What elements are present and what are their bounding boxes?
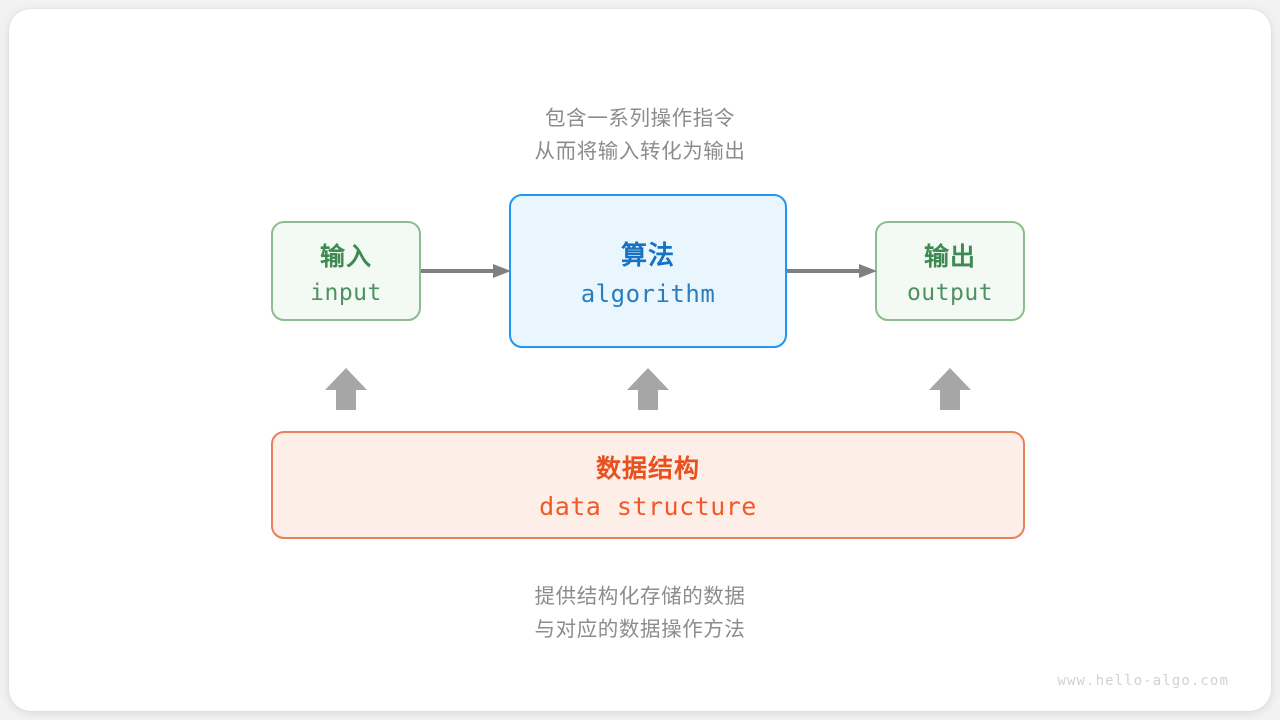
node-input: 输入 input bbox=[271, 221, 421, 321]
annotation-top: 包含一系列操作指令 从而将输入转化为输出 bbox=[9, 102, 1271, 168]
arrow-up-to-output-icon bbox=[929, 368, 971, 410]
annotation-top-line-1: 包含一系列操作指令 bbox=[545, 107, 735, 130]
arrow-up-to-algorithm-icon bbox=[627, 368, 669, 410]
annotation-bottom: 提供结构化存储的数据 与对应的数据操作方法 bbox=[9, 580, 1271, 646]
annotation-bottom-line-2: 与对应的数据操作方法 bbox=[534, 618, 746, 641]
node-input-subtitle: input bbox=[310, 279, 382, 306]
arrow-algorithm-to-output-icon bbox=[787, 264, 877, 278]
arrow-input-to-algorithm-icon bbox=[421, 264, 511, 278]
watermark: www.hello-algo.com bbox=[1057, 673, 1229, 689]
node-data-structure-subtitle: data structure bbox=[539, 492, 757, 521]
node-output-title: 输出 bbox=[923, 242, 976, 271]
node-input-title: 输入 bbox=[319, 242, 372, 271]
node-algorithm-title: 算法 bbox=[620, 239, 675, 270]
annotation-bottom-line-1: 提供结构化存储的数据 bbox=[534, 585, 746, 608]
annotation-top-line-2: 从而将输入转化为输出 bbox=[534, 140, 746, 163]
arrow-up-to-input-icon bbox=[325, 368, 367, 410]
node-data-structure: 数据结构 data structure bbox=[271, 431, 1025, 539]
node-output-subtitle: output bbox=[906, 279, 994, 306]
node-algorithm: 算法 algorithm bbox=[509, 194, 787, 348]
diagram-card: 包含一系列操作指令 从而将输入转化为输出 输入 input 算法 algorit… bbox=[9, 9, 1271, 711]
node-data-structure-title: 数据结构 bbox=[595, 455, 700, 483]
node-output: 输出 output bbox=[875, 221, 1025, 321]
node-algorithm-subtitle: algorithm bbox=[580, 279, 716, 308]
